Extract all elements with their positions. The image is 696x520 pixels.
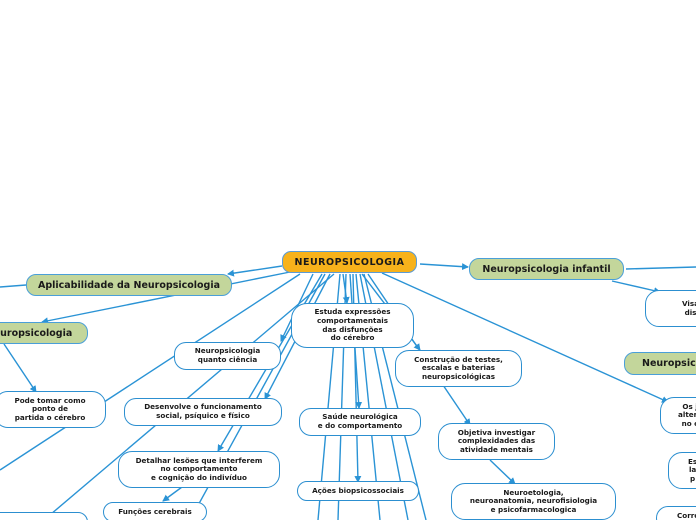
topic-neuropsicologia-right[interactable]: Neuropsic <box>624 352 696 375</box>
edge-root-neuro-left <box>41 271 291 325</box>
node-neuropsicologia-ciencia[interactable]: Neuropsicologia quanto ciência <box>174 342 281 370</box>
topic-neuropsicologia-left[interactable]: Neuropsicologia <box>0 322 88 344</box>
node-bottom-left-partial[interactable] <box>0 512 88 520</box>
node-pode-tomar[interactable]: Pode tomar como ponto de partida o céreb… <box>0 391 106 428</box>
root-node[interactable]: NEUROPSICOLOGIA <box>282 251 417 273</box>
edge-root-aplicabilidade <box>227 265 283 277</box>
node-construcao-testes[interactable]: Construção de testes, escalas e baterias… <box>395 350 522 387</box>
node-acoes-biopsicossociais[interactable]: Ações biopsicossociais <box>297 481 419 501</box>
edge-root-far-left-2 <box>43 273 335 520</box>
node-saude-neurologica[interactable]: Saúde neurológica e do comportamento <box>299 408 421 436</box>
edge-detalhar-funcoes <box>162 486 183 502</box>
topic-aplicabilidade[interactable]: Aplicabilidade da Neuropsicologia <box>26 274 232 296</box>
node-detalhar-lesoes[interactable]: Detalhar lesões que interferem no compor… <box>118 451 280 488</box>
edge-infantil-visa <box>611 280 661 295</box>
node-es-partial[interactable]: Es la p <box>668 452 696 489</box>
node-corr-partial[interactable]: Corro <box>656 506 696 520</box>
node-desenvolve-funcionamento[interactable]: Desenvolve o funcionamento social, psíqu… <box>124 398 282 426</box>
edge-root-os <box>381 272 669 403</box>
edge-objetiva-neuroetologia <box>489 459 516 485</box>
edge-root-far-left-1 <box>0 273 301 471</box>
edge-root-infantil <box>419 263 469 271</box>
topic-neuropsicologia-infantil[interactable]: Neuropsicologia infantil <box>469 258 624 280</box>
node-visa-partial[interactable]: Visa dis <box>645 290 696 327</box>
edge-neuro-left-pode <box>3 343 37 393</box>
node-funcoes-cerebrais[interactable]: Funções cerebrais <box>103 502 207 520</box>
edge-root-objetiva <box>367 273 471 426</box>
node-neuroetologia[interactable]: Neuroetologia, neuroanatomia, neurofisio… <box>451 483 616 520</box>
edge-aplicabilidade-left <box>0 284 27 288</box>
edge-infantil-right <box>625 266 696 270</box>
node-objetiva-investigar[interactable]: Objetiva investigar complexidades das at… <box>438 423 555 460</box>
node-os-partial[interactable]: Os j altera no c <box>660 397 696 434</box>
node-estuda-expressoes[interactable]: Estuda expressões comportamentais das di… <box>291 303 414 348</box>
